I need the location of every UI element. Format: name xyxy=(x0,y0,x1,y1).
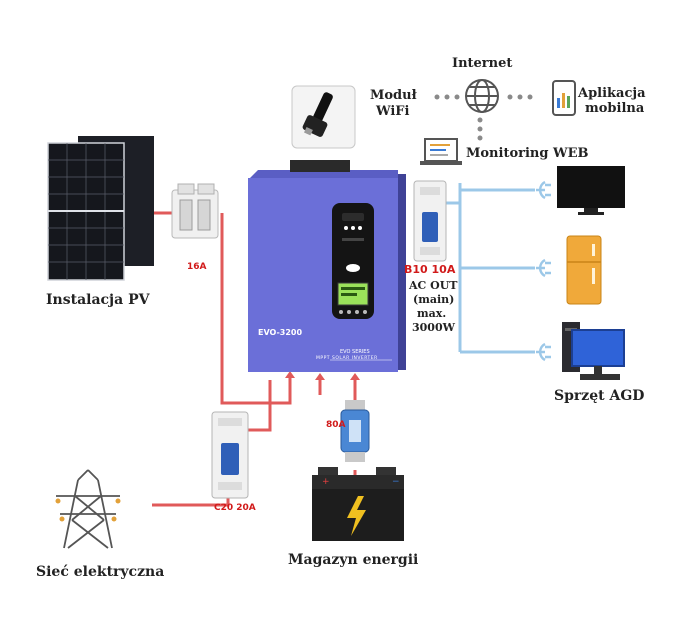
app-label-line2: mobilna xyxy=(585,101,645,116)
wifi-label-line1: Moduł xyxy=(370,88,417,103)
pv-label: Instalacja PV xyxy=(46,292,150,308)
circuit-breaker-icon xyxy=(413,180,447,262)
fridge-icon xyxy=(566,235,602,305)
battery-icon: + − xyxy=(312,467,404,541)
grid-label: Sieć elektryczna xyxy=(36,564,165,580)
wifi-label-line2: WiFi xyxy=(376,104,410,119)
svg-text:−: − xyxy=(392,477,400,487)
battery-label: Magazyn energii xyxy=(288,552,419,568)
circuit-breaker-icon xyxy=(211,411,249,499)
inverter-subtitle: MPPT SOLAR INVERTER xyxy=(316,356,378,361)
inverter-icon xyxy=(248,160,406,372)
app-label-line1: Aplikacja xyxy=(578,86,646,101)
breaker-grid-label: C20 20A xyxy=(214,503,256,513)
fuse-icon xyxy=(340,400,370,462)
smartphone-icon xyxy=(552,80,576,116)
breaker-ac-label: B10 10A xyxy=(404,263,456,276)
fuse-battery-label: 80A xyxy=(326,420,346,430)
dotted-links xyxy=(434,94,533,141)
dc-arrows xyxy=(285,371,360,380)
laptop-icon xyxy=(420,138,462,165)
svg-text:+: + xyxy=(322,477,330,487)
solar-panel-icon xyxy=(47,136,154,281)
inverter-model: EVO-3200 xyxy=(258,328,303,337)
tv-icon xyxy=(557,166,625,215)
globe-icon xyxy=(465,79,499,113)
ac-out-line2: (main) xyxy=(413,293,455,306)
power-tower-icon xyxy=(55,469,121,549)
ac-out-line4: 3000W xyxy=(412,321,455,334)
fuse-holder-icon xyxy=(171,183,219,239)
ac-out-line1: AC OUT xyxy=(409,279,458,292)
wifi-dongle-icon xyxy=(291,85,356,149)
ac-wiring xyxy=(445,183,535,354)
ac-plugs xyxy=(536,180,551,362)
web-label: Monitoring WEB xyxy=(466,146,589,161)
appliances-label: Sprzęt AGD xyxy=(554,388,645,404)
inverter-series: EVO SERIES xyxy=(340,349,370,355)
fuse-pv-label: 16A xyxy=(187,262,207,272)
computer-icon xyxy=(562,322,625,380)
internet-label: Internet xyxy=(452,56,513,71)
ac-out-line3: max. xyxy=(417,307,447,320)
